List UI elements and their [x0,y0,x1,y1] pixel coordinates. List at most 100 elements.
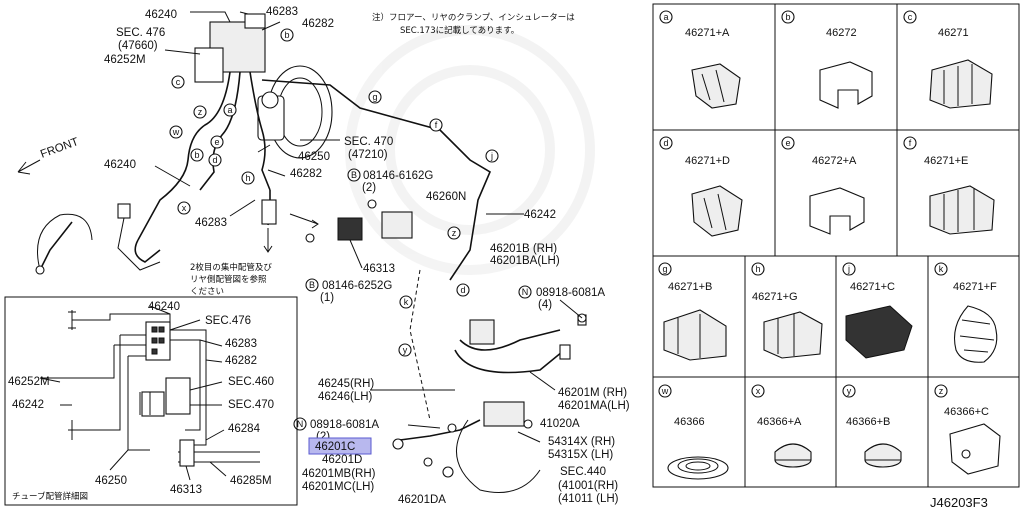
caliper-hose [39,221,73,271]
svg-text:46272: 46272 [826,27,857,39]
brake-pipe-3 [249,71,271,191]
svg-text:z: z [452,228,457,238]
callout-e: e [210,135,224,149]
svg-text:N: N [297,419,304,429]
label-46201d: 46201D [322,454,362,466]
svg-text:d: d [663,138,668,148]
clip-cell-e: e 46272+A [781,136,865,235]
svg-text:g: g [662,264,667,274]
inset-label-sec460: SEC.460 [228,376,274,388]
svg-text:z: z [198,107,203,117]
label-46260n: 46260N [426,191,466,203]
inset-label-46242: 46242 [12,399,44,411]
svg-text:g: g [372,92,377,102]
front-arrow [17,159,41,175]
clip-cell-a: a 46271+A [659,10,741,109]
svg-text:b: b [785,12,790,22]
inset-label-46282: 46282 [225,355,257,367]
callout-w: w [169,125,183,139]
front-label: FRONT [39,136,80,161]
label-46201da: 46201DA [398,494,446,506]
clip-cell-j: j 46271+C [842,262,913,359]
svg-text:e: e [214,137,219,147]
clip-cell-b: b 46272 [781,10,873,109]
label-46252m: 46252M [104,54,146,66]
svg-text:z: z [939,386,944,396]
inset-label-46285m: 46285M [230,475,272,487]
svg-text:d: d [212,155,217,165]
clip-cell-z: z 46366+C [934,384,1001,475]
svg-text:k: k [939,264,944,274]
label-sec476-sub: (47660) [118,40,158,52]
label-46282-top: 46282 [302,18,334,30]
label-08918-6081a-bottom: 08918-6081A [310,419,379,431]
clip-cell-k: k 46271+F [934,262,998,363]
svg-text:N: N [522,287,529,297]
part-labels: 46240 46283 46282 SEC. 476 (47660) 46252… [104,6,630,506]
label-46283-mid: 46283 [195,217,227,229]
front-hose-left [134,239,161,263]
label-46246: 46246(LH) [318,391,373,403]
clip-cell-y: y 46366+B [842,384,902,468]
callout-c: c [171,75,185,89]
inset-label-sec470: SEC.470 [228,399,274,411]
svg-text:46272+A: 46272+A [812,155,857,167]
svg-text:h: h [755,264,760,274]
label-46240-top: 46240 [145,9,177,21]
label-sec470: SEC. 470 [344,136,393,148]
label-46201m: 46201M (RH) [558,387,627,399]
label-46201mb: 46201MB(RH) [302,468,376,480]
label-46242: 46242 [524,209,556,221]
label-sec440-41001: (41001(RH) [558,480,618,492]
label-46245: 46245(RH) [318,378,374,390]
svg-text:j: j [847,264,850,274]
label-08918-6081a-top-qty: (4) [538,299,552,311]
svg-text:w: w [661,386,669,396]
svg-text:h: h [245,173,250,183]
svg-text:c: c [176,77,181,87]
arrow-to-bracket [289,213,319,229]
brake-pipe-1 [199,71,241,191]
callout-bolt-b-bottom: B [305,278,319,292]
inset-caption: チューブ配管詳細図 [12,491,88,502]
inset-frame [4,296,298,506]
callout-bolt-b-top: B [347,168,361,182]
callout-d-1: d [208,153,222,167]
clip-cell-x: x 46366+A [751,384,812,468]
arrow-down-to-note [263,228,273,253]
washer-46201d [423,457,433,467]
svg-text:46271+B: 46271+B [668,281,712,293]
callout-note-line-1: 2枚目の集中配管及び [190,262,272,273]
rear-caliper-arc [455,419,541,493]
svg-text:B: B [309,280,315,290]
label-41020a: 41020A [540,418,580,430]
svg-text:46271+D: 46271+D [685,155,730,167]
clip-cell-f: f 46271+E [903,136,995,235]
label-sec440: SEC.440 [560,466,606,478]
inset-label-46252m: 46252M [8,376,50,388]
svg-text:46271+E: 46271+E [924,155,968,167]
callout-z-1: z [193,105,207,119]
svg-text:f: f [435,120,438,130]
label-46201c: 46201C [315,441,355,453]
label-sec470-sub: (47210) [348,149,388,161]
svg-text:j: j [490,151,493,161]
brake-pipe-2 [137,71,231,241]
callout-k: k [399,295,413,309]
svg-text:B: B [351,170,357,180]
svg-text:w: w [172,127,180,137]
washer-46201da [442,466,454,478]
svg-text:b: b [284,30,289,40]
clip-cell-w: w 46366 [658,384,729,480]
label-46240-left: 46240 [104,159,136,171]
rear-clamp [469,319,495,345]
label-54315x: 54315X (LH) [548,449,613,461]
callout-z-2: z [447,226,461,240]
label-08146-6162g-qty: (2) [362,182,376,194]
label-46201ma: 46201MA(LH) [558,400,630,412]
label-08146-6252g-qty: (1) [320,292,334,304]
svg-text:x: x [756,386,761,396]
main-drawing: FRONT [17,11,587,493]
inset-label-sec476: SEC.476 [205,315,251,327]
bracket-46313 [337,217,363,241]
